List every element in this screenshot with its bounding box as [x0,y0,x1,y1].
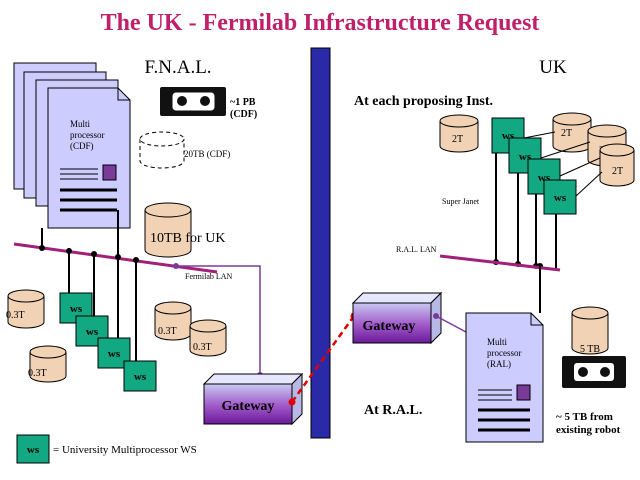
legend-ws-box [16,434,50,464]
fnal-server-text-line: Multi [70,119,91,129]
fnal-gateway-link [176,265,261,375]
uk-disk-2t-1 [439,114,479,153]
site-divider [310,47,331,439]
fermilab-lan-label: Fermilab LAN [185,272,233,281]
ral-5tb-label: 5 TB [580,344,600,355]
uk-gateway-label: Gateway [363,319,416,334]
ral-server-chip [516,384,531,401]
ral-robot-text-line: ~ 5 TB from [556,411,613,423]
fnal-20tb-disk [139,131,185,169]
ral-lan-line [439,254,561,272]
ral-server-text-line: Multi [487,337,508,347]
fnal-20tb-label: 20TB (CDF) [184,149,230,159]
fnal-server-text-line: processor [70,130,105,140]
page-title: The UK - Fermilab Infrastructure Request [101,10,540,36]
ral-tape-icon [562,356,626,388]
disk-label-03t-2: 0.3T [28,368,47,379]
svg-text:ws: ws [134,371,147,383]
ral-server-text-line: (RAL) [487,359,511,369]
disk-label-03t-1: 0.3T [6,310,25,321]
fnal-gateway-label: Gateway [222,399,275,414]
uk-gateway: Gateway [351,291,443,345]
uk-heading: UK [539,57,567,78]
disk-label-2t-2: 2T [561,128,572,139]
fnal-10tb-disk [144,202,192,258]
fnal-disk-03t-3 [154,301,192,341]
fnal-server-chip [102,164,117,181]
superjanet-label: Super Janet [442,197,480,206]
uk-ws-2: ws [508,137,542,174]
fnal-ws-4: ws [123,360,157,392]
fnal-server-page [47,87,131,229]
disk-label-03t-3: 0.3T [158,326,177,337]
fnal-disk-03t-4 [189,319,227,357]
fnal-tape-text-line: (CDF) [230,109,257,120]
fnal-server-text-line: (CDF) [70,141,94,151]
fnal-disk-03t-2 [29,345,67,383]
svg-text:ws: ws [70,303,83,315]
disk-label-2t-4: 2T [612,166,623,177]
ral-server-text-line: processor [487,348,522,358]
svg-text:ws: ws [554,192,567,204]
legend: ws = University Multiprocessor WS [16,434,197,464]
fnal-tape-label: ~1 PB(CDF) [230,97,257,120]
at-ral-label: At R.A.L. [364,403,422,418]
uk-subheading: At each proposing Inst. [354,94,493,109]
fnal-tape-icon [160,87,226,116]
wan-link [290,315,356,403]
ral-robot-text-line: existing robot [556,424,621,436]
disk-label-2t-1: 2T [452,134,463,145]
uk-gateway-link [435,315,467,333]
disk-label-03t-4: 0.3T [193,342,212,353]
legend-ws-label: ws [27,444,40,456]
ral-5tb-disk [571,306,609,355]
svg-text:ws: ws [86,326,99,338]
fnal-gateway: Gateway [202,372,304,426]
svg-text:ws: ws [108,348,121,360]
ral-lan-label: R.A.L. LAN [396,245,437,254]
uk-disk-2t-4 [599,143,635,187]
fnal-10tb-label: 10TB for UK [150,231,225,246]
uk-ws-4: ws [543,179,577,215]
fnal-disk-03t-1 [7,289,45,329]
fnal-heading: F.N.A.L. [144,57,211,78]
legend-text: = University Multiprocessor WS [53,444,197,456]
fnal-tape-text-line: ~1 PB [230,97,256,108]
